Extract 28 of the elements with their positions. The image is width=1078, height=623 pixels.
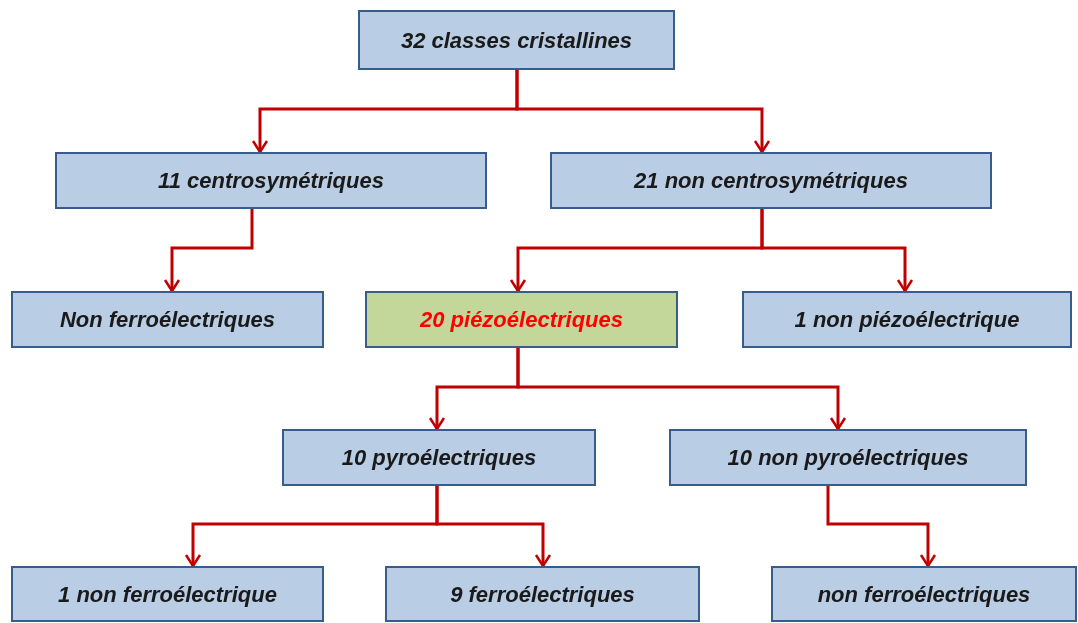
category-box bbox=[55, 152, 487, 209]
category-box bbox=[669, 429, 1027, 486]
category-box bbox=[282, 429, 596, 486]
box-label: 32 classes cristallines bbox=[400, 26, 633, 55]
category-box bbox=[742, 291, 1072, 348]
box-label: 9 ferroélectriques bbox=[450, 580, 635, 609]
category-box bbox=[771, 566, 1077, 622]
box-label: 1 non ferroélectrique bbox=[58, 580, 277, 609]
arrow bbox=[435, 486, 552, 568]
box-label: 20 piézoélectriques bbox=[420, 306, 623, 334]
box-label: Non ferroélectriques bbox=[59, 306, 276, 334]
box-label: 10 pyroélectriques bbox=[341, 444, 537, 472]
arrow bbox=[760, 209, 914, 293]
arrow bbox=[516, 348, 847, 431]
category-box bbox=[550, 152, 992, 209]
box-label: 10 non pyroélectriques bbox=[727, 444, 969, 472]
category-box bbox=[385, 566, 700, 622]
box-label: 21 non centrosymétriques bbox=[634, 167, 908, 195]
box-label: 1 non piézoélectrique bbox=[794, 306, 1020, 334]
category-box bbox=[11, 566, 324, 622]
category-box bbox=[11, 291, 324, 348]
category-box bbox=[358, 10, 675, 70]
arrow bbox=[826, 486, 937, 568]
category-box bbox=[365, 291, 678, 348]
arrow bbox=[515, 70, 771, 154]
arrow bbox=[163, 209, 254, 293]
box-label: non ferroélectriques bbox=[817, 580, 1031, 609]
box-label: 11 centrosymétriques bbox=[158, 167, 384, 195]
